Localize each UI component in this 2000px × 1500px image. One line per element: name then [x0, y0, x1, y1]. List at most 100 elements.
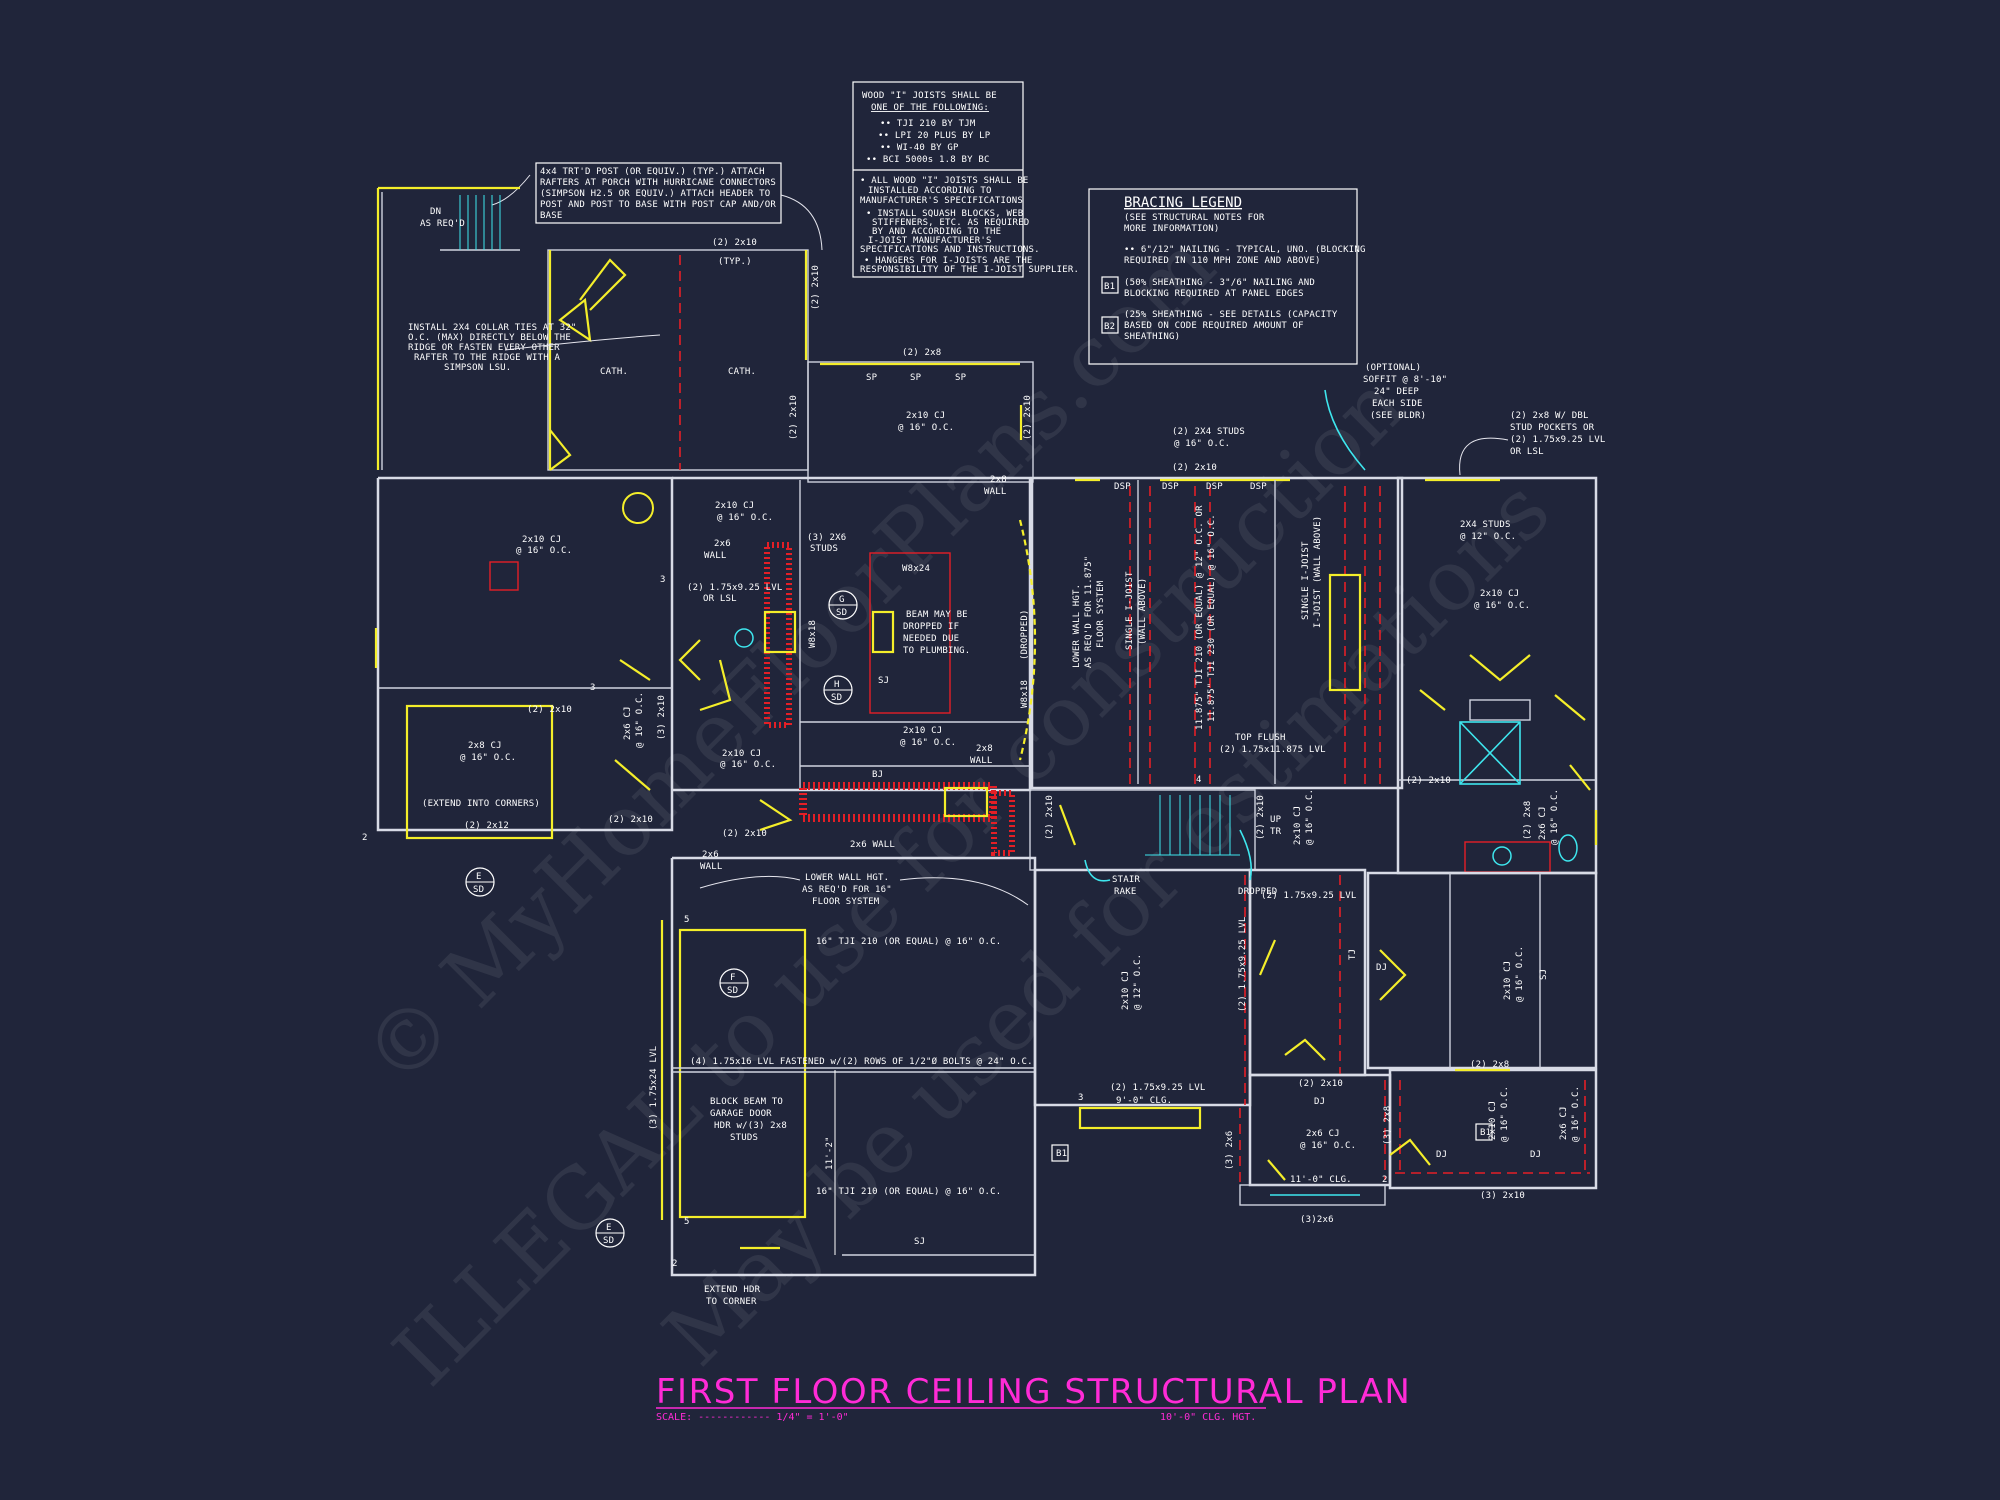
h-2x10-gr: (2) 2x10: [1172, 463, 1217, 473]
stud-pockets-2: STUD POCKETS OR: [1510, 423, 1595, 433]
page-title: FIRST FLOOR CEILING STRUCTURAL PLAN: [656, 1372, 1411, 1412]
vert-cj-bath-b: @ 16" O.C.: [1550, 789, 1560, 845]
studs-2x4b: 2X4 STUDS: [1460, 520, 1511, 530]
dims-numbers: 2: [362, 833, 368, 843]
bracing-legend-box: BRACING LEGEND (SEE STRUCTURAL NOTES FOR…: [1088, 188, 1365, 365]
dim-5a: 5: [684, 915, 690, 925]
vert-single-ijoist-2b: I-JOIST (WALL ABOVE): [1313, 516, 1323, 628]
vert-dim-112: 11'-2": [825, 1136, 835, 1170]
bracing-nailing-2: REQUIRED IN 110 MPH ZONE AND ABOVE): [1124, 256, 1321, 266]
vert-single-ijoist-2: SINGLE I-JOIST: [1301, 541, 1311, 620]
dim-3a: 3: [590, 683, 596, 693]
vert-cj-bed-b: @ 16" O.C.: [1515, 946, 1525, 1002]
cj-c-spacing: @ 16" O.C.: [720, 760, 776, 770]
wall-2x8-a: 2x8: [976, 744, 993, 754]
dn-label: DN: [430, 207, 441, 217]
h-2x10-ms: (2) 2x10: [1406, 776, 1451, 786]
wall-2x6-c2: WALL: [700, 862, 722, 872]
joist-bullet-2c: BY AND ACCORDING TO THE: [872, 227, 1001, 237]
joist-bullet-3: • HANGERS FOR I-JOISTS ARE THE: [864, 256, 1033, 266]
cj-2x6-spacing: @ 16" O.C.: [1300, 1141, 1356, 1151]
vert-2x10-b: (2) 2x10: [789, 395, 799, 440]
sp-1: SP: [866, 373, 878, 383]
lvl-small-1: (2) 1.75x9.25 LVL: [687, 583, 783, 593]
vert-dropped: (DROPPED): [1020, 609, 1030, 660]
bj-1: BJ: [872, 770, 883, 780]
vert-cj-up-b: @ 16" O.C.: [1305, 789, 1315, 845]
scale-label: SCALE: ------------ 1/4" = 1'-0": [656, 1412, 849, 1423]
block-beam-1: BLOCK BEAM TO: [710, 1097, 783, 1107]
joist-option-3: •• WI-40 BY GP: [880, 143, 959, 153]
cj-d: 2x10 CJ: [1480, 589, 1519, 599]
cj-a: 2x10 CJ: [715, 501, 754, 511]
vert-lower-wall-a: LOWER WALL HGT.: [1072, 584, 1082, 668]
sp-3: SP: [955, 373, 967, 383]
joist-option-1: •• TJI 210 BY TJM: [880, 119, 976, 129]
soffit-2: SOFFIT @ 8'-10": [1363, 375, 1447, 385]
top-flush-1: TOP FLUSH: [1235, 733, 1286, 743]
joist-bullet-2e: SPECIFICATIONS AND INSTRUCTIONS.: [860, 245, 1040, 255]
vert-tji-3b: 11.875" TJI 230 (OR EQUAL) @ 16" O.C.: [1207, 514, 1217, 722]
vert-lower-wall-c: FLOOR SYSTEM: [1096, 580, 1106, 648]
sj-2: SJ: [914, 1237, 925, 1247]
vert-tji-3a: 11.875" TJI 210 (OR EQUAL) @ 12" O.C. OR: [1195, 505, 1205, 730]
joist-bullet-2d: I-JOIST MANUFACTURER'S: [868, 236, 992, 246]
block-beam-2: GARAGE DOOR: [710, 1109, 772, 1119]
porch-note-4: POST AND POST TO BASE WITH POST CAP AND/…: [540, 200, 776, 210]
h-2x10-left: (2) 2x10: [527, 705, 572, 715]
typ-label: (TYP.): [718, 257, 752, 267]
dn-req-label: AS REQ'D: [420, 219, 465, 229]
vert-cj-stair-b: @ 12" O.C.: [1133, 954, 1143, 1010]
cj-c: 2x10 CJ: [722, 749, 761, 759]
studs-2x6: (3) 2X6: [807, 533, 846, 543]
section-f-letter: F: [730, 973, 736, 983]
top-flush-2: (2) 1.75x11.875 LVL: [1219, 745, 1326, 755]
vert-lvl-24: (3) 1.75x24 LVL: [649, 1046, 659, 1130]
joist-bullet-1c: MANUFACTURER'S SPECIFICATIONS: [860, 196, 1023, 206]
dj-3: DJ: [1530, 1150, 1541, 1160]
tr-label: TR: [1270, 827, 1282, 837]
cj-a-spacing: @ 16" O.C.: [717, 513, 773, 523]
vert-cj-bot-b: @ 16" O.C.: [1500, 1086, 1510, 1142]
joist-bullet-2b: STIFFENERS, ETC. AS REQUIRED: [872, 218, 1029, 228]
stair-rake-2: RAKE: [1114, 887, 1136, 897]
wall-2x8-b: 2x8: [990, 475, 1007, 485]
top-stair-treads: [459, 195, 501, 250]
sp-2: SP: [910, 373, 922, 383]
collar-note-5: SIMPSON LSU.: [444, 363, 511, 373]
dsp-2: DSP: [1162, 482, 1179, 492]
dim-4a: 4: [1196, 775, 1202, 785]
porch-note-1: 4x4 TRT'D POST (OR EQUIV.) (TYP.) ATTACH: [540, 167, 765, 177]
lower-wall-1b: AS REQ'D FOR 16": [802, 885, 892, 895]
section-g-ref: SD: [836, 608, 847, 618]
ceiling-height: 10'-0" CLG. HGT.: [1160, 1412, 1256, 1423]
b1-a-box: [1051, 1144, 1069, 1162]
lower-wall-1a: LOWER WALL HGT.: [805, 873, 889, 883]
stud-pockets-4: OR LSL: [1510, 447, 1544, 457]
clg-9: 9'-0" CLG.: [1116, 1096, 1172, 1106]
dsp-1: DSP: [1114, 482, 1131, 492]
joist-note-heading-1: WOOD "I" JOISTS SHALL BE: [862, 91, 997, 101]
b1-b-box: [1475, 1123, 1493, 1141]
collar-note-1: INSTALL 2X4 COLLAR TIES AT 32": [408, 323, 577, 333]
h-3x10: (3) 2x10: [1480, 1191, 1525, 1201]
cj-2x8: 2x8 CJ: [468, 741, 502, 751]
b1-b-tag: B1: [1480, 1128, 1491, 1138]
title-block: FIRST FLOOR CEILING STRUCTURAL PLAN SCAL…: [656, 1372, 1411, 1423]
wall-2x8-b2: WALL: [984, 487, 1006, 497]
w8x24-label: W8x24: [902, 564, 930, 574]
vert-cj-bed: 2x10 CJ: [1503, 961, 1513, 1000]
vert-w8x18: W8x18: [808, 620, 818, 648]
vert-cj-bot2: 2x6 CJ: [1559, 1106, 1569, 1140]
tji-1: 16" TJI 210 (OR EQUAL) @ 16" O.C.: [816, 937, 1001, 947]
vert-cj-bot2-b: @ 16" O.C.: [1571, 1086, 1581, 1142]
joist-bullet-1: • ALL WOOD "I" JOISTS SHALL BE: [860, 176, 1029, 186]
studs-2x4b-2: @ 12" O.C.: [1460, 532, 1516, 542]
vert-cj-bot: 2x10 CJ: [1488, 1101, 1498, 1140]
vert-tj: TJ: [1348, 949, 1358, 960]
cj-2x8-spacing: @ 16" O.C.: [460, 753, 516, 763]
studs-2x4a-b: @ 16" O.C.: [1174, 439, 1230, 449]
joist-bullet-3b: RESPONSIBILITY OF THE I-JOIST SUPPLIER.: [860, 265, 1079, 275]
section-markers: G SD H SD E SD F SD E SD: [465, 590, 858, 1248]
porch-note-5: BASE: [540, 211, 562, 221]
